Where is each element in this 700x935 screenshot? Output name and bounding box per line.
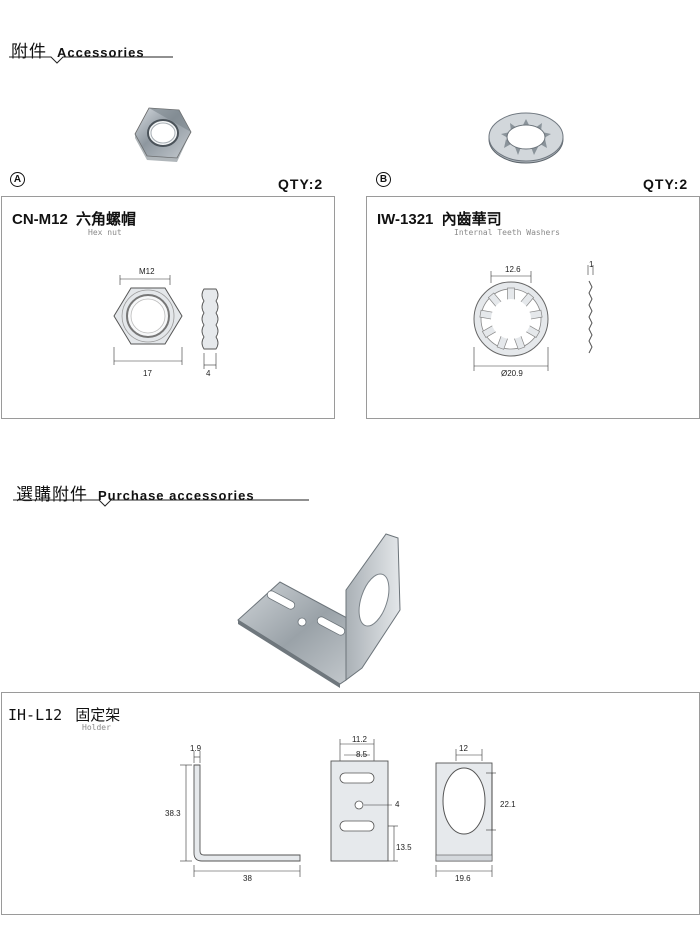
dim-washer-outer: Ø20.9 xyxy=(501,369,523,378)
washer-side-drawing xyxy=(587,265,594,354)
holder-plate-drawing xyxy=(330,739,398,862)
item-a-code: CN-M12 xyxy=(12,211,68,228)
item-b-qty: QTY:2 xyxy=(643,176,689,192)
holder-name-zh: 固定架 xyxy=(75,706,121,724)
holder-side-drawing xyxy=(180,751,301,877)
item-a-title: CN-M12 六角螺帽 xyxy=(12,208,136,229)
holder-code: IH-L12 xyxy=(8,706,63,724)
item-a-marker: A xyxy=(10,172,25,187)
item-b-marker: B xyxy=(376,172,391,187)
dim-hole: 4 xyxy=(395,800,400,809)
dim-slot-outer: 11.2 xyxy=(352,735,367,744)
hex-nut-side-drawing xyxy=(201,288,219,369)
dim-thread: M12 xyxy=(139,267,155,276)
dim-side-height: 38.3 xyxy=(165,809,181,818)
washer-photo xyxy=(488,112,564,164)
purchase-underline xyxy=(13,499,309,507)
washer-tooth xyxy=(507,287,515,301)
holder-photo xyxy=(237,533,401,688)
item-b-title: IW-1321 內齒華司 xyxy=(377,208,502,229)
dim-side-thickness: 1.9 xyxy=(190,744,202,753)
holder-name-en: Holder xyxy=(82,723,111,732)
dim-ring-width: 12 xyxy=(459,744,468,753)
holder-box: IH-L12 固定架 Holder 1.9 38.3 38 11.2 8.5 4… xyxy=(1,692,700,915)
accessories-underline xyxy=(9,56,173,64)
dim-washer-thickness: 1 xyxy=(589,260,594,269)
holder-ring-drawing xyxy=(435,749,496,877)
dim-slot-inner: 8.5 xyxy=(356,750,368,759)
item-a-box: CN-M12 六角螺帽 Hex nut M12 17 4 xyxy=(1,196,335,419)
item-b-code: IW-1321 xyxy=(377,211,434,228)
purchase-title-en: Purchase accessories xyxy=(98,488,255,503)
item-a-name-zh: 六角螺帽 xyxy=(76,210,137,228)
dim-nut-width: 17 xyxy=(143,369,152,378)
item-b-name-en: Internal Teeth Washers xyxy=(454,228,560,237)
dim-side-length: 38 xyxy=(243,874,252,883)
item-a-name-en: Hex nut xyxy=(88,228,122,237)
accessories-title-en: Accessories xyxy=(57,45,145,60)
hex-nut-front-drawing xyxy=(113,275,183,365)
dim-washer-inner: 12.6 xyxy=(505,265,521,274)
item-b-box: IW-1321 內齒華司 Internal Teeth Washers 12.6… xyxy=(366,196,700,419)
hex-nut-photo xyxy=(134,107,192,162)
dim-nut-thickness: 4 xyxy=(206,369,211,378)
dim-slot-offset: 13.5 xyxy=(396,843,412,852)
washer-front-drawing xyxy=(473,271,549,371)
dim-plate-width: 19.6 xyxy=(455,874,471,883)
holder-title: IH-L12 固定架 xyxy=(8,704,120,725)
dim-ring-height: 22.1 xyxy=(500,800,516,809)
item-b-name-zh: 內齒華司 xyxy=(441,210,502,228)
item-a-qty: QTY:2 xyxy=(278,176,324,192)
